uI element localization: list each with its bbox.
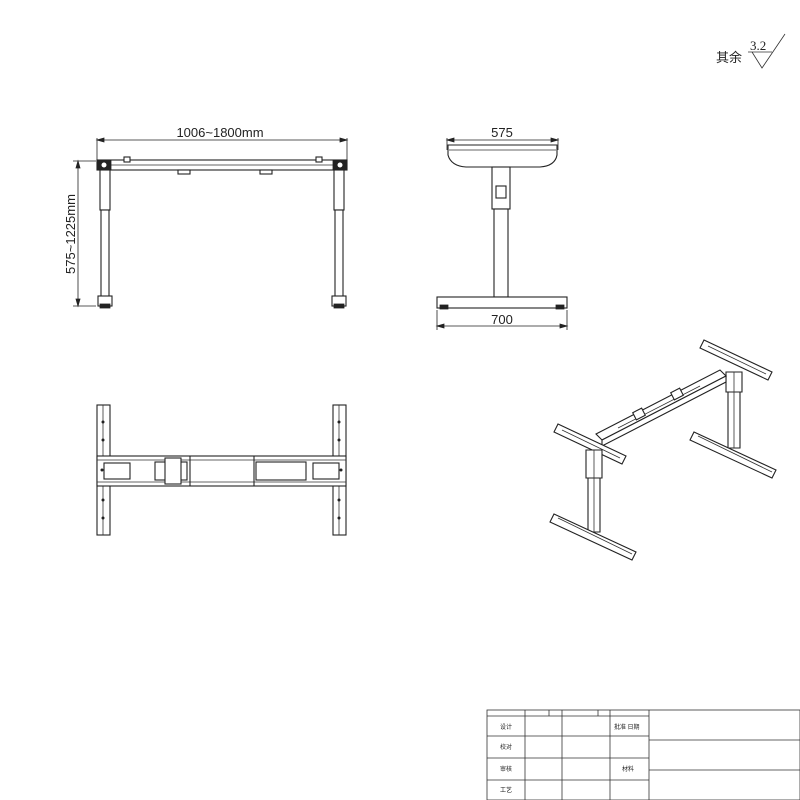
top-view	[96, 404, 347, 536]
surface-roughness-note: 其余 3.2	[716, 33, 786, 69]
title-block-design: 设计	[500, 723, 512, 731]
front-view: 1006~1800mm 575~1225mm	[63, 125, 349, 309]
side-view: 575 700	[435, 125, 569, 330]
title-block: 设计 校对 审核 工艺 批准 日期 材料	[486, 709, 800, 800]
title-block-material: 材料	[622, 765, 634, 773]
roughness-prefix: 其余	[716, 50, 742, 65]
front-width-dimension: 1006~1800mm	[176, 125, 263, 140]
side-base-dimension: 700	[491, 312, 513, 327]
title-block-review: 审核	[500, 765, 512, 773]
title-block-process: 工艺	[500, 786, 512, 794]
title-block-approve-date: 批准 日期	[614, 723, 640, 731]
front-height-dimension: 575~1225mm	[63, 194, 78, 274]
side-top-dimension: 575	[491, 125, 513, 140]
title-block-check: 校对	[500, 743, 512, 751]
roughness-value: 3.2	[750, 38, 766, 53]
roughness-symbol-icon	[748, 33, 786, 69]
isometric-view	[549, 339, 777, 561]
